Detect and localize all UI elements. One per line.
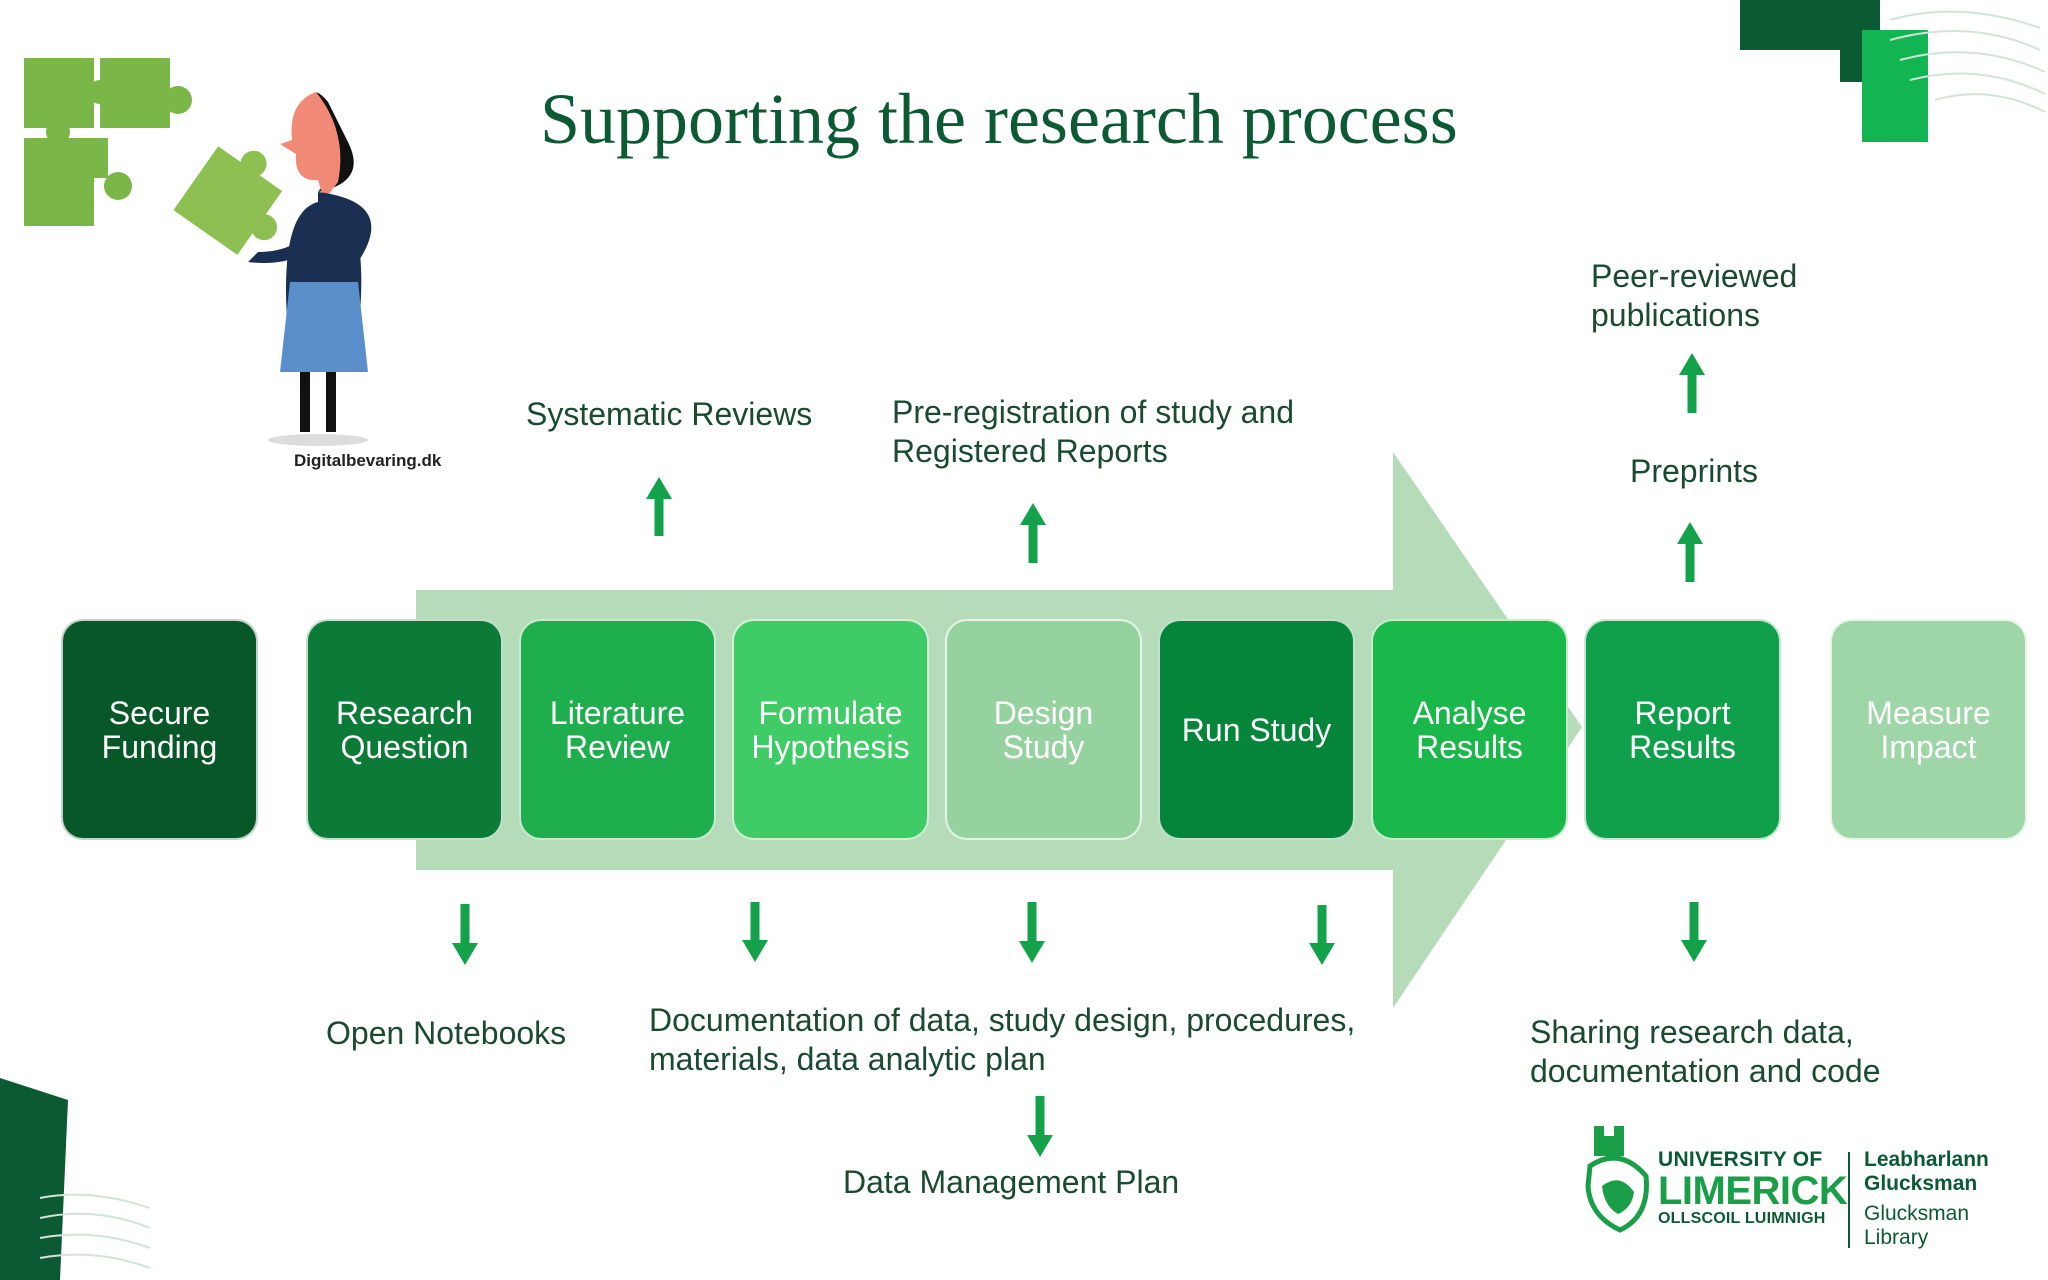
label-open-notebooks: Open Notebooks xyxy=(326,1015,567,1051)
step-formulate-hypothesis: Formulate Hypothesis xyxy=(732,619,929,840)
arrow-down-documentation xyxy=(1027,1096,1053,1157)
step-measure-impact: Measure Impact xyxy=(1830,619,2027,840)
step-run-study: Run Study xyxy=(1158,619,1355,840)
corner-decoration-bottom-left xyxy=(0,1078,151,1280)
woman-figure xyxy=(248,92,372,446)
arrow-down-formulate-hypothesis xyxy=(742,902,768,962)
label-preprints: Preprints xyxy=(1630,453,1759,489)
logo-line-3: OLLSCOIL LUIMNIGH xyxy=(1658,1210,1826,1227)
library-line-1: Leabharlann xyxy=(1864,1148,1989,1171)
puzzle-pieces xyxy=(24,58,192,226)
arrow-down-report-results xyxy=(1681,902,1707,962)
library-line-2: Glucksman xyxy=(1864,1172,1978,1195)
arrow-down-research-question xyxy=(452,904,478,965)
step-design-study: Design Study xyxy=(945,619,1142,840)
label-systematic-reviews: Systematic Reviews xyxy=(526,396,813,432)
arrow-up-peer-reviewed xyxy=(1679,353,1705,413)
university-logo: UNIVERSITY OF LIMERICK OLLSCOIL LUIMNIGH… xyxy=(1580,1116,2020,1256)
university-name: UNIVERSITY OF LIMERICK OLLSCOIL LUIMNIGH xyxy=(1658,1148,1848,1228)
label-preregistration: Pre-registration of study and Registered… xyxy=(892,394,1294,469)
step-analyse-results: Analyse Results xyxy=(1371,619,1568,840)
arrow-up-preregistration xyxy=(1020,503,1046,563)
logo-line-2: LIMERICK xyxy=(1658,1169,1848,1213)
label-data-management-plan: Data Management Plan xyxy=(843,1164,1180,1200)
logo-divider xyxy=(1848,1152,1850,1248)
label-peer-reviewed: Peer-reviewed publications xyxy=(1591,258,1798,333)
step-report-results: Report Results xyxy=(1584,619,1781,840)
held-puzzle-piece xyxy=(173,146,283,255)
label-documentation: Documentation of data, study design, pro… xyxy=(649,1002,1356,1077)
step-literature-review: Literature Review xyxy=(519,619,716,840)
label-sharing: Sharing research data, documentation and… xyxy=(1530,1014,1881,1089)
corner-decoration-top-right xyxy=(1740,0,2046,142)
step-secure-funding: Secure Funding xyxy=(61,619,258,840)
researcher-illustration xyxy=(24,58,372,446)
library-name: Leabharlann Glucksman Glucksman Library xyxy=(1864,1148,1989,1250)
step-research-question: Research Question xyxy=(306,619,503,840)
image-credit: Digitalbevaring.dk xyxy=(294,451,442,470)
library-line-4: Library xyxy=(1864,1226,1929,1249)
library-line-3: Glucksman xyxy=(1864,1202,1970,1225)
arrow-down-run-study xyxy=(1309,905,1335,965)
castle-crest-icon xyxy=(1585,1126,1649,1233)
arrow-up-preprints xyxy=(1677,522,1703,582)
page-title: Supporting the research process xyxy=(540,79,1458,159)
arrow-up-systematic-reviews xyxy=(646,477,672,536)
logo-line-1: UNIVERSITY OF xyxy=(1658,1148,1823,1171)
arrow-down-design-study xyxy=(1019,902,1045,963)
